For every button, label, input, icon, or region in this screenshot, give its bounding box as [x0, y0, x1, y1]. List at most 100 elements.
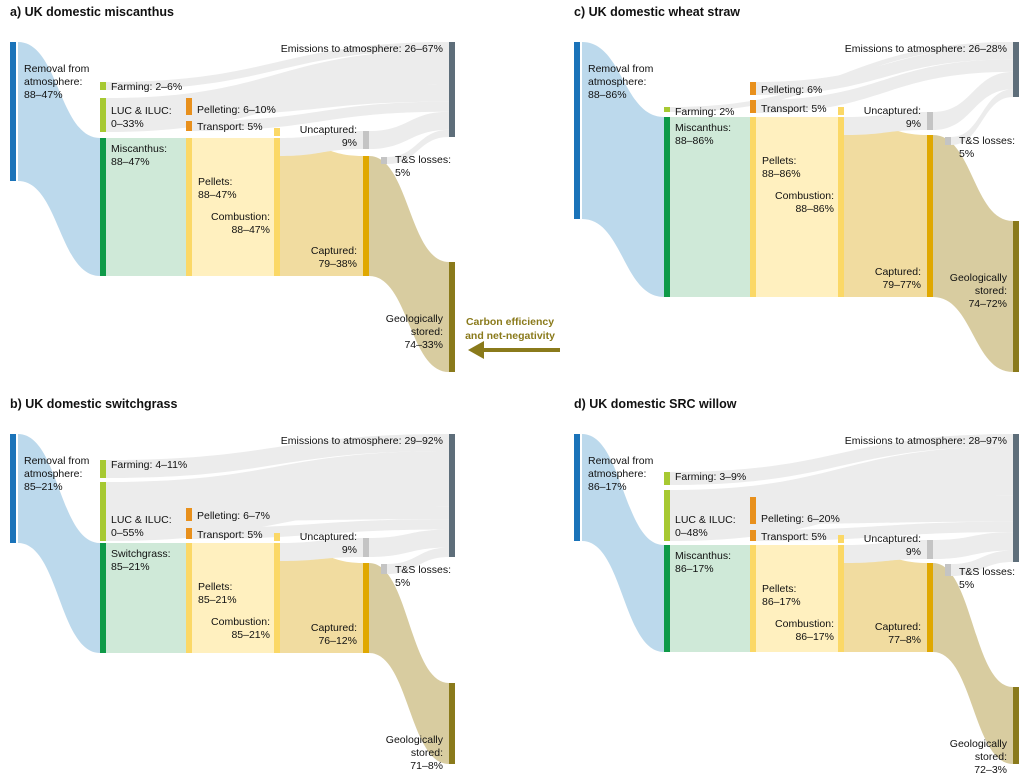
transport-node	[186, 121, 192, 131]
uncaptured-label-line: Uncaptured:	[864, 533, 921, 545]
transport-label: Transport: 5%	[197, 121, 263, 133]
pelleting-node	[186, 508, 192, 521]
pelleting-label: Pelleting: 6–7%	[197, 510, 270, 522]
geostored-label-line: 72–3%	[974, 764, 1007, 776]
pellets-label-line: 88–86%	[762, 168, 801, 180]
ts-losses-label: T&S losses:5%	[959, 135, 1015, 160]
flow-feedstock	[670, 117, 750, 297]
feedstock-node	[100, 543, 106, 653]
flow-pellets	[192, 138, 274, 276]
emissions-label-line: Emissions to atmosphere: 26–67%	[281, 43, 443, 55]
emissions-node	[1013, 42, 1019, 97]
uncaptured-label-line: Uncaptured:	[300, 531, 357, 543]
uncaptured-label-line: Uncaptured:	[864, 105, 921, 117]
feedstock-label: Miscanthus:88–86%	[675, 122, 731, 147]
transport-node	[186, 528, 192, 539]
removal-label-line: atmosphere:	[24, 76, 82, 88]
flow-removal	[582, 42, 664, 297]
captured-label: Captured:79–77%	[875, 266, 921, 291]
captured-label-line: Captured:	[311, 622, 357, 634]
flow-pellets	[192, 543, 274, 653]
arrow-head-icon	[468, 341, 484, 359]
geostored-label-line: Geologically	[386, 734, 444, 746]
panel-title: b) UK domestic switchgrass	[10, 397, 177, 411]
flow-emission-0	[106, 434, 449, 478]
emissions-label: Emissions to atmosphere: 28–97%	[845, 435, 1007, 447]
flow-removal	[18, 434, 100, 653]
farming-node	[664, 107, 670, 112]
flow-feedstock	[670, 545, 750, 652]
uncaptured-label-line: Uncaptured:	[300, 124, 357, 136]
uncaptured-node	[927, 540, 933, 559]
pelleting-label: Pelleting: 6%	[761, 84, 822, 96]
luc-node	[664, 490, 670, 541]
geostored-label-line: Geologically	[950, 272, 1008, 284]
emissions-label: Emissions to atmosphere: 26–28%	[845, 43, 1007, 55]
emissions-label-line: Emissions to atmosphere: 29–92%	[281, 435, 443, 447]
transport-label: Transport: 5%	[761, 531, 827, 543]
flow-emission-2	[192, 84, 449, 115]
farming-node	[100, 460, 106, 478]
luc-node	[100, 98, 106, 132]
transport-node	[750, 530, 756, 541]
flow-pellets	[756, 117, 838, 297]
feedstock-node	[664, 117, 670, 297]
ts-losses-label-line: T&S losses:	[959, 135, 1015, 147]
uncaptured-label-line: 9%	[906, 118, 921, 130]
combustion-label-line: 88–86%	[795, 203, 834, 215]
feedstock-label: Miscanthus:86–17%	[675, 550, 731, 575]
pelleting-label-line: Pelleting: 6–20%	[761, 513, 840, 525]
ts-losses-label-line: 5%	[395, 167, 410, 179]
flow-emission-5	[951, 550, 1013, 576]
transport-label: Transport: 5%	[197, 529, 263, 541]
captured-node	[927, 135, 933, 297]
uncaptured-node	[363, 131, 369, 149]
pellets-label-line: Pellets:	[198, 176, 232, 188]
pellets-node	[186, 543, 192, 653]
flow-removal	[18, 42, 100, 276]
pellets-label-line: 85–21%	[198, 594, 237, 606]
flow-emission-1	[756, 46, 1013, 95]
farming-label-line: Farming: 4–11%	[111, 459, 187, 471]
geostored-node	[1013, 687, 1019, 764]
flow-emission-4	[369, 111, 449, 149]
transport-label: Transport: 5%	[761, 103, 827, 115]
flow-uncaptured	[844, 112, 927, 135]
geostored-label-line: stored:	[975, 285, 1007, 297]
uncaptured-label-line: 9%	[906, 546, 921, 558]
pellets-label: Pellets:86–17%	[762, 583, 801, 608]
pellets-label: Pellets:85–21%	[198, 581, 237, 606]
farming-label-line: Farming: 2%	[675, 106, 735, 118]
pelleting-label-line: Pelleting: 6%	[761, 84, 822, 96]
feedstock-label-line: 85–21%	[111, 561, 150, 573]
geostored-label-line: stored:	[411, 326, 443, 338]
transport-small-node	[274, 128, 280, 136]
ts-losses-label-line: 5%	[959, 148, 974, 160]
captured-label-line: 76–12%	[318, 635, 357, 647]
pellets-node	[186, 138, 192, 276]
geostored-label-line: stored:	[411, 747, 443, 759]
transport-small-node	[274, 533, 280, 541]
flow-combustion	[844, 117, 927, 297]
emissions-label: Emissions to atmosphere: 29–92%	[281, 435, 443, 447]
uncaptured-node	[927, 112, 933, 130]
emissions-node	[449, 434, 455, 557]
feedstock-label-line: Switchgrass:	[111, 548, 171, 560]
flow-uncaptured	[844, 540, 927, 563]
flow-emission-2	[756, 59, 1013, 113]
geostored-node	[449, 262, 455, 372]
ts-losses-label-line: T&S losses:	[959, 566, 1015, 578]
flow-combustion	[280, 138, 363, 276]
flow-emission-3	[192, 519, 449, 539]
flow-feedstock	[106, 138, 186, 276]
geostored-label-line: Geologically	[950, 738, 1008, 750]
farming-label-line: Farming: 3–9%	[675, 471, 746, 483]
emissions-node	[449, 42, 455, 137]
farming-node	[664, 472, 670, 485]
combustion-label: Combustion:88–86%	[775, 190, 834, 215]
combustion-label-line: 88–47%	[231, 224, 270, 236]
